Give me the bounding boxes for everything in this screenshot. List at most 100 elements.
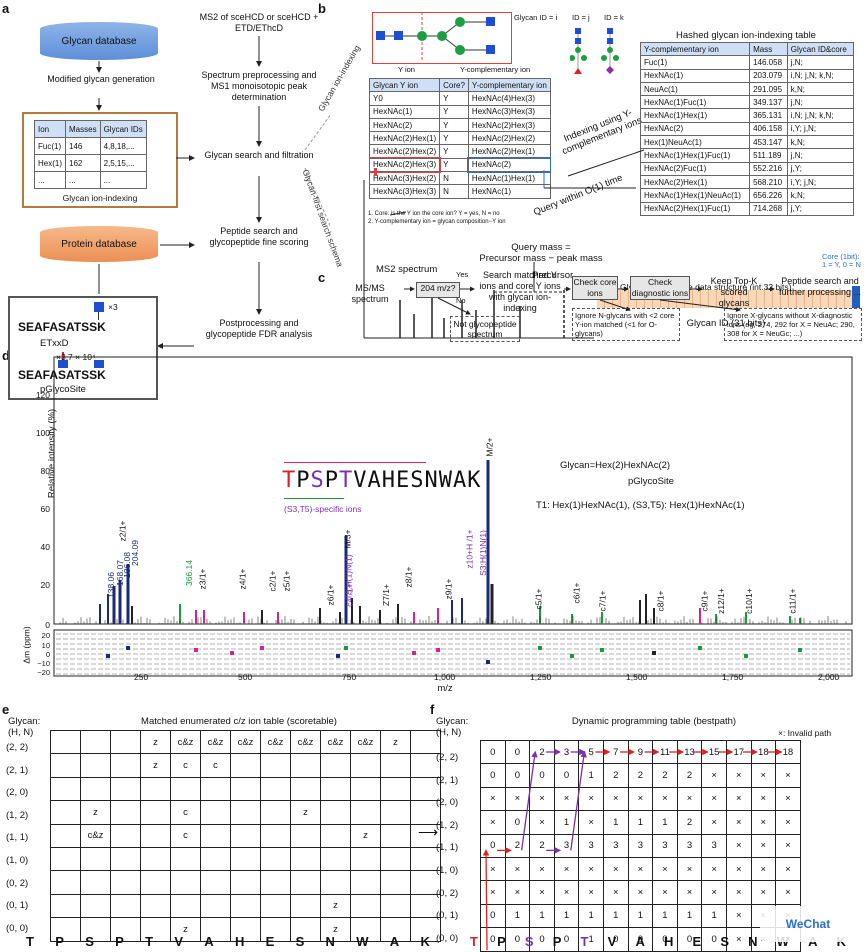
d-z-ion-ladder	[284, 496, 344, 499]
f-dp-cell: ×	[627, 786, 654, 812]
e-score-cell: c&z	[320, 729, 351, 755]
f-dp-cell: 1	[652, 903, 678, 929]
e-score-cell	[140, 917, 171, 942]
e-score-cell	[350, 917, 381, 942]
flow-step-2: Spectrum preprocessing and MS1 monoisoto…	[201, 70, 317, 102]
core-bit-label: Core (1bit):1 = Y, 0 = N	[822, 253, 861, 269]
e-score-cell	[50, 800, 81, 825]
c-204-check: 204 m/z?	[416, 282, 460, 298]
e-score-cell	[140, 893, 171, 919]
d-ytick-100: 100	[35, 428, 50, 438]
ytable-cell: HexNAc(3)Hex(3)	[368, 184, 441, 199]
f-seq-residue: N	[748, 934, 758, 949]
e-score-cell	[200, 870, 231, 895]
f-dp-cell: 3	[652, 833, 678, 858]
f-seq-residue: E	[692, 934, 702, 949]
ppm-error-dot	[106, 654, 110, 658]
e-score-cell	[320, 823, 351, 848]
e-score-cell	[290, 893, 321, 919]
e-score-cell: c	[170, 753, 201, 778]
e-score-cell	[350, 753, 381, 778]
peptide-residue: P	[296, 468, 311, 493]
ppm-error-dot	[538, 646, 542, 650]
e-hn-word: (H, N)	[8, 727, 34, 738]
glycan-link-line	[98, 312, 99, 320]
d-dm-tick: 10	[41, 641, 50, 650]
e-score-cell: c	[170, 800, 201, 825]
e-seq-residue: S	[85, 934, 94, 949]
peptide-residue: T	[282, 468, 297, 493]
hashed-cell: HexNAc(2)Fuc(1)	[639, 161, 751, 176]
e-row-label: (1, 0)	[6, 854, 29, 866]
f-dp-cell: ×	[725, 880, 752, 905]
e-score-cell	[170, 893, 201, 919]
e-score-cell	[260, 800, 291, 825]
f-seq-residue: A	[635, 934, 645, 949]
d-peak-label: c11/1+	[787, 588, 798, 614]
e-table-row	[50, 776, 441, 802]
d-peak-label: c9/1+	[699, 590, 710, 612]
ppm-error-dot	[652, 651, 656, 655]
ytable-notes: 1. Core: is the Y ion the core ion? Y = …	[368, 210, 506, 226]
d-ppm-grid	[56, 633, 850, 675]
e-score-cell	[230, 753, 261, 778]
d-peak-label: S3:H(1)N(1)	[477, 530, 488, 576]
e-score-cell: z	[140, 729, 171, 755]
f-row-label: (2, 0)	[436, 797, 459, 809]
f-table-title: Dynamic programming table (bestpath)	[571, 716, 737, 727]
d-xtick: 250	[134, 672, 149, 682]
multiplier-label: ×3	[108, 302, 118, 312]
panel-letter-b: b	[318, 1, 326, 16]
d-ytick-60: 60	[40, 504, 50, 514]
ppm-error-dot	[744, 654, 748, 658]
glycan-bits-label: Glycan ID (31 bits)	[686, 318, 766, 329]
index-cell: ...	[33, 171, 67, 189]
peptide-residue: W	[438, 468, 453, 493]
pglycosite-example-box: ×3 SEAFASATSSK ETxxD SEAFASATSSK pGlycoS…	[8, 296, 158, 400]
e-table-row: z	[50, 893, 441, 919]
f-dp-cell: ×	[676, 880, 703, 905]
e-score-cell	[380, 917, 411, 942]
d-xtick: 750	[342, 672, 357, 682]
bestpath-arrow	[570, 750, 587, 851]
peptide-residue: A	[367, 468, 382, 493]
ms2-spectrum-label: MS2 spectrum	[376, 264, 438, 275]
d-peak-label: c6/1+	[571, 582, 582, 604]
d-glycan-label: Glycan=Hex(2)HexNAc(2)	[560, 460, 671, 471]
bestpath-arrow	[482, 849, 490, 950]
ppm-error-dot	[798, 648, 802, 652]
f-dp-cell: ×	[529, 856, 555, 882]
e-score-cell	[230, 846, 261, 872]
f-dp-cell: ×	[725, 833, 752, 858]
e-glycan-word: Glycan:	[8, 716, 41, 727]
f-seq-residue: P	[497, 934, 506, 949]
e-seq-residue: T	[145, 934, 154, 949]
ytable-note: 2. Y-complementary ion = glycan composit…	[368, 219, 506, 225]
f-glycan-word: Glycan:	[436, 716, 469, 727]
e-score-cell	[50, 753, 81, 778]
flow-step-3: Glycan search and filtration	[204, 150, 314, 160]
e-score-cell	[140, 823, 171, 848]
f-row-label: (1, 1)	[436, 842, 459, 854]
d-ytick-40: 40	[40, 542, 50, 552]
f-bestpath-arrows	[482, 748, 783, 950]
hashed-header: Glycan ID&core	[786, 41, 855, 57]
struct-title: Glycan ID and core data structure (int,3…	[620, 282, 792, 292]
e-score-cell	[290, 917, 321, 942]
e-score-cell	[200, 823, 231, 848]
peptide-residue: N	[424, 468, 439, 493]
d-dm-tick: −20	[37, 668, 50, 677]
e-score-cell	[410, 893, 441, 919]
f-dp-cell: 1	[627, 810, 654, 835]
e-score-cell	[170, 870, 201, 895]
f-dp-cell: ×	[504, 856, 531, 882]
f-dp-cell: 2	[529, 833, 555, 858]
core-bit-values: 1 = Y, 0 = N	[822, 260, 861, 269]
f-dp-cell: 1	[627, 903, 654, 929]
c-check-core: Check core ions	[572, 276, 618, 300]
flow-step-1: MS2 of sceHCD or sceHCD + ETD/EThcD	[199, 12, 319, 33]
ppm-error-dot	[344, 646, 348, 650]
